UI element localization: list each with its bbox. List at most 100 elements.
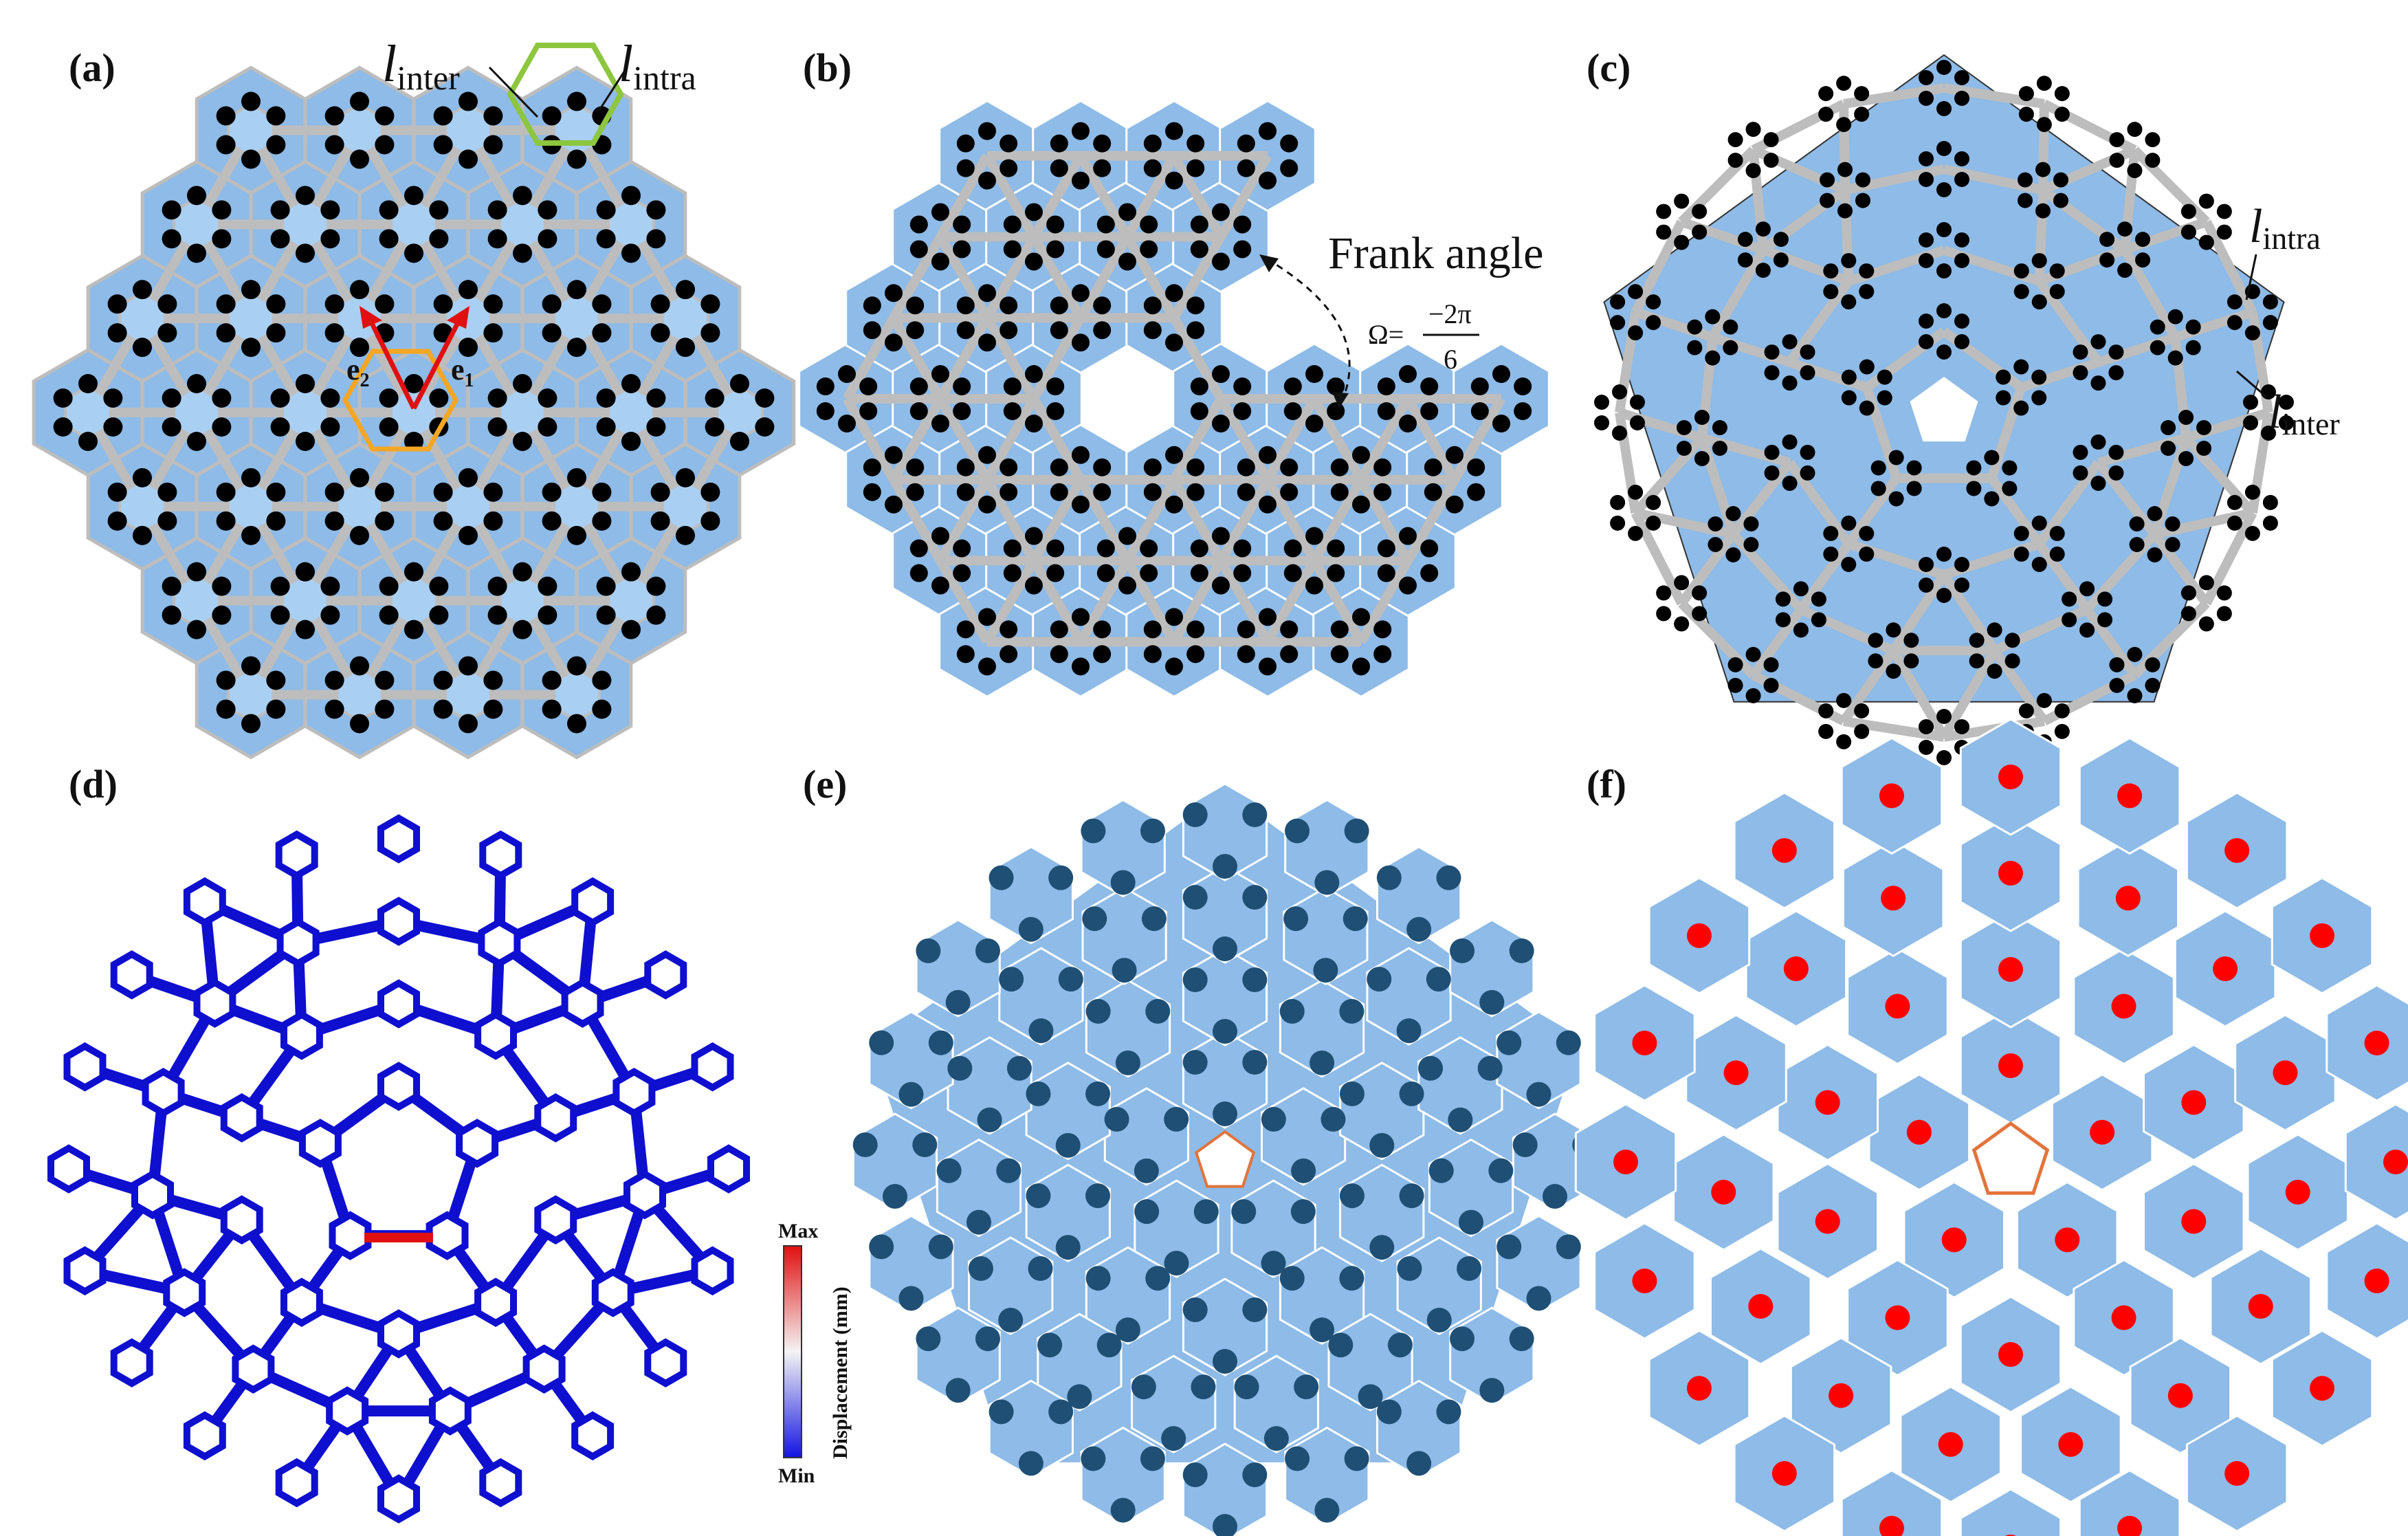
node [78, 374, 98, 393]
node [241, 338, 261, 358]
node [1629, 415, 1645, 430]
node [487, 388, 507, 408]
node [978, 171, 996, 190]
inter-ligament [1029, 558, 1085, 644]
node [320, 388, 340, 408]
inter-ligament [1169, 396, 1226, 483]
intra-ring [390, 384, 438, 441]
node [1018, 917, 1043, 942]
node [650, 482, 670, 502]
node [379, 605, 399, 625]
node [885, 495, 903, 514]
node [1085, 998, 1111, 1024]
node [187, 186, 206, 206]
inter-ligament [1076, 558, 1132, 644]
node [1093, 134, 1112, 153]
node [1046, 402, 1065, 420]
node [931, 527, 949, 545]
node [1283, 377, 1302, 395]
node [375, 106, 395, 126]
inter-ligament [1843, 716, 1945, 742]
node [241, 280, 261, 300]
node [978, 657, 996, 676]
node [1305, 365, 1323, 383]
node [2013, 359, 2029, 375]
node [1003, 377, 1021, 395]
intra-ring [607, 384, 655, 441]
node [1072, 657, 1090, 676]
node [107, 294, 127, 314]
node [1118, 576, 1136, 595]
network-ring [280, 1011, 323, 1060]
node [487, 605, 507, 625]
node [621, 374, 641, 393]
inter-ligament [1123, 153, 1179, 239]
network-ring [428, 1386, 472, 1436]
node [483, 135, 503, 155]
node [2054, 703, 2070, 718]
intra-ring [553, 290, 601, 347]
node [2013, 525, 2029, 541]
node [324, 106, 344, 126]
inter-ligament [1169, 315, 1226, 402]
node [1212, 576, 1230, 595]
node [956, 458, 975, 476]
node [1725, 506, 1741, 521]
node [1190, 539, 1208, 558]
node [1727, 657, 1743, 672]
node [2127, 646, 2143, 662]
node [320, 229, 340, 249]
node [1936, 588, 1952, 603]
node [646, 200, 666, 220]
node [945, 989, 971, 1015]
node [103, 388, 123, 408]
node [646, 229, 666, 249]
node [1046, 240, 1065, 259]
node [1387, 1332, 1413, 1358]
node [157, 323, 177, 343]
node [1261, 1251, 1286, 1276]
unit-cell [2078, 1469, 2181, 1536]
node [1692, 224, 1708, 240]
cell-centre [1783, 956, 1809, 981]
node [1143, 620, 1162, 639]
node [162, 388, 181, 408]
node [1823, 546, 1839, 562]
intra-ring [227, 102, 275, 158]
node [1674, 234, 1690, 250]
node [1143, 645, 1162, 663]
node [988, 865, 1014, 890]
node [379, 576, 399, 596]
node [909, 564, 928, 582]
node [2185, 340, 2201, 355]
node [956, 321, 975, 340]
node [1936, 263, 1952, 278]
node [1212, 415, 1230, 432]
cell-centre [2058, 1431, 2084, 1457]
node [350, 525, 369, 545]
node [459, 525, 478, 545]
node [1310, 1317, 1335, 1343]
node [755, 388, 775, 408]
node [1903, 633, 1919, 648]
node [2127, 163, 2143, 179]
node [241, 149, 261, 169]
node [2147, 506, 2163, 521]
node [1837, 203, 1853, 219]
inter-ligament [1029, 153, 1085, 239]
node [350, 338, 369, 358]
node [1259, 608, 1277, 626]
node [1773, 252, 1789, 268]
node [931, 415, 949, 432]
node [1050, 483, 1068, 501]
node [1859, 359, 1875, 375]
node [1888, 491, 1904, 507]
node [1954, 253, 1969, 268]
node [1763, 657, 1779, 672]
node [755, 417, 775, 437]
node [429, 229, 449, 249]
node [459, 91, 478, 111]
node [320, 605, 340, 625]
node [216, 482, 236, 502]
node [2031, 515, 2047, 531]
